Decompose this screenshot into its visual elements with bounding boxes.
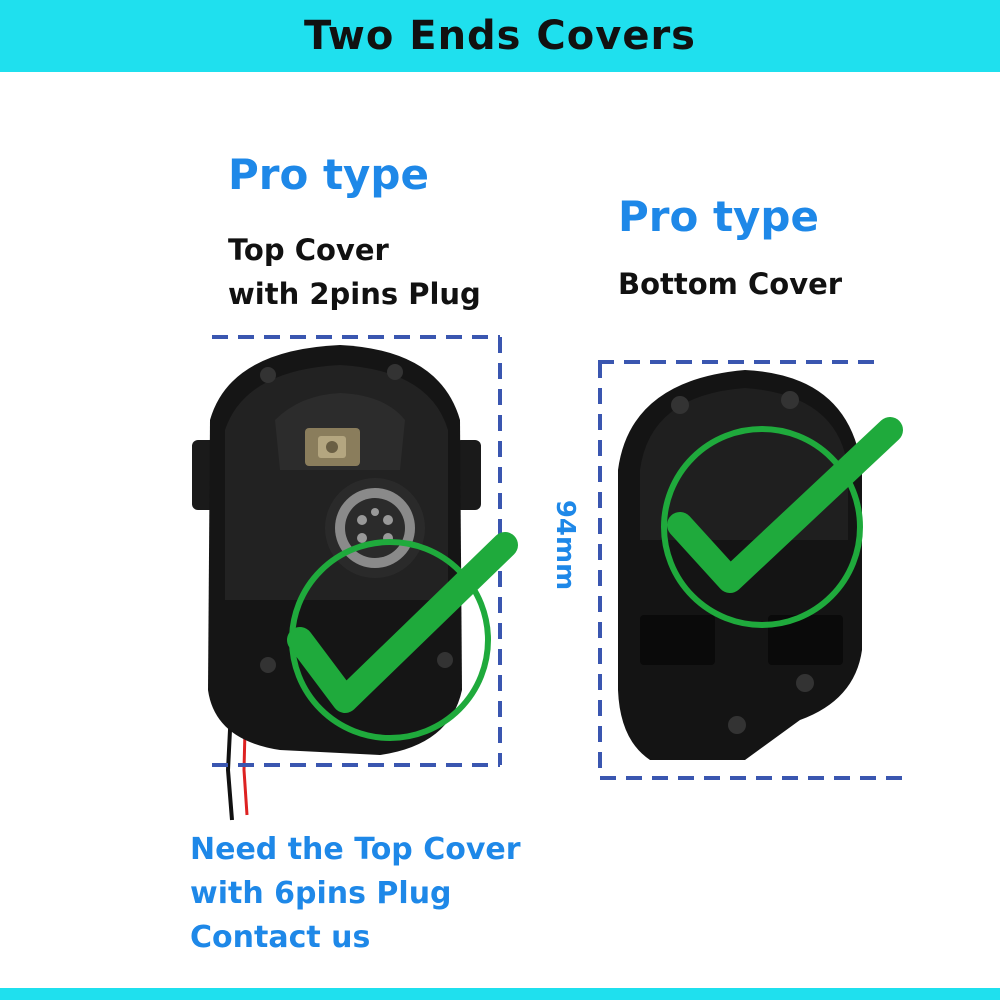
dimension-label: 94mm xyxy=(550,499,581,591)
right-caption: Bottom Cover xyxy=(618,267,843,301)
left-check-icon xyxy=(287,532,518,741)
left-heading: Pro type xyxy=(228,150,429,199)
note-line3: Contact us xyxy=(190,920,371,955)
title-banner: Two Ends Covers xyxy=(0,0,1000,72)
banner-title: Two Ends Covers xyxy=(304,13,696,59)
right-dimension-frame xyxy=(598,360,905,780)
note-line2: with 6pins Plug xyxy=(190,876,452,911)
left-caption-line1: Top Cover xyxy=(228,233,389,267)
right-check-icon xyxy=(661,417,903,628)
top-cover-image xyxy=(192,345,481,821)
left-caption-line2: with 2pins Plug xyxy=(228,277,481,311)
footer-bar xyxy=(0,988,1000,1000)
right-heading: Pro type xyxy=(618,192,819,241)
note-line1: Need the Top Cover xyxy=(190,832,521,867)
